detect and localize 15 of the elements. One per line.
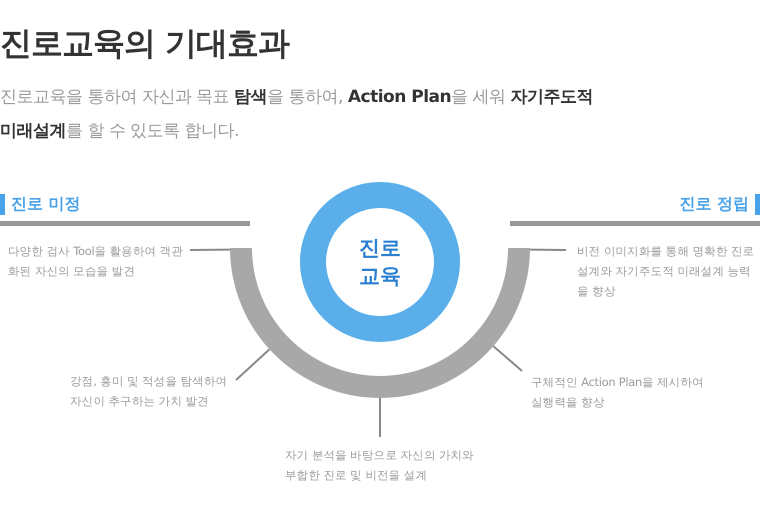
callout-text: 자기 분석을 바탕으로 자신의 가치와 부합한 진로 및 비전을 설계	[285, 445, 485, 485]
leader-line	[492, 345, 523, 372]
callout-text: 다양한 검사 Tool을 활용하여 객관화된 자신의 모습을 발견	[8, 241, 190, 281]
callout-text: 비전 이미지화를 통해 명확한 진로 설계와 자기주도적 미래설계 능력을 향상	[577, 241, 757, 301]
leader-line	[530, 248, 566, 251]
leader-line	[235, 348, 270, 381]
callout-text: 구체적인 Action Plan을 제시하여 실행력을 향상	[531, 372, 711, 412]
section-heading: 진로 미정	[0, 194, 81, 215]
leader-line	[379, 398, 381, 437]
ring-label: 진로 교육	[358, 235, 402, 290]
title: 진로교육의 기대효과	[0, 23, 290, 64]
callout-text: 강점, 흥미 및 적성을 탐색하여 자신이 추구하는 가치 발견	[70, 371, 240, 411]
subtitle: 진로교육을 통하여 자신과 목표 탐색을 통하여, Action Plan을 세워 자기주도적 미래설계를 할 수 있도록 합니다.	[0, 86, 594, 143]
leader-line	[190, 248, 230, 251]
section-heading: 진로 정립	[679, 194, 760, 215]
